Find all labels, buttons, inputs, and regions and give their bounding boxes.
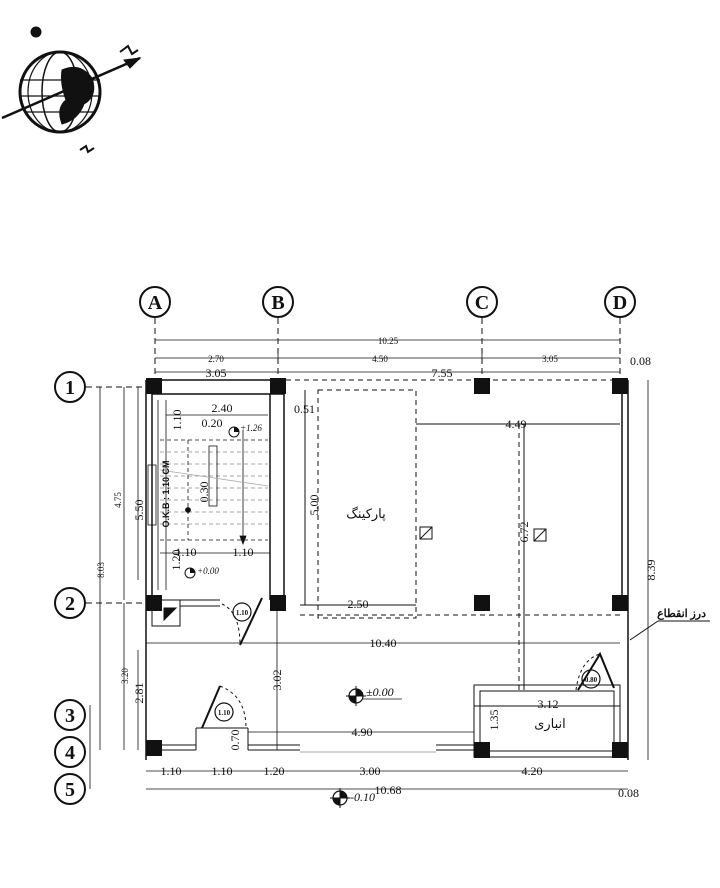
room-label-storage: انباری	[534, 716, 566, 732]
room-label-parking: پارکینگ	[346, 506, 386, 522]
dim-parking-height: 5.00	[307, 495, 321, 516]
svg-text:A: A	[148, 292, 163, 314]
dim-stair-mid: 0.30	[197, 482, 211, 503]
expansion-joint-leader	[629, 620, 710, 641]
grid-bubble-4: 4	[54, 736, 86, 768]
dim-bottom-seg4: 3.00	[360, 764, 381, 778]
svg-text:1: 1	[65, 377, 75, 399]
dim-top-ab: 2.70	[208, 354, 224, 364]
grid-bubble-1: 1	[54, 371, 86, 403]
dim-door-sill: 0.70	[228, 730, 242, 751]
stair-door-icon	[151, 597, 263, 646]
grid-bubble-c: C	[466, 286, 498, 318]
dim-stair-width: 2.40	[212, 401, 233, 415]
dim-top-right-offset: 0.08	[630, 354, 651, 368]
dim-left-320: 3.20	[120, 668, 130, 684]
column-grid: A B C D	[139, 286, 636, 318]
dim-stair-bottom-right: 1.10	[233, 545, 254, 559]
dim-bottom-seg1: 1.10	[161, 764, 182, 778]
dim-entry-height: 3.02	[270, 670, 284, 691]
row-grid: 1 2 3 4 5	[54, 371, 86, 805]
dim-bottom-right-offset: 0.08	[618, 786, 639, 800]
dim-stair-bottom-left: 1.10	[176, 545, 197, 559]
dim-bottom-total: 10.68	[375, 783, 402, 797]
dim-top-cd: 3.05	[542, 354, 558, 364]
grid-bubble-b: B	[262, 286, 294, 318]
right-bay	[416, 423, 620, 690]
svg-text:C: C	[475, 292, 489, 314]
expansion-joint-label: درز انقطاع	[657, 608, 706, 620]
dim-storage-width: 3.12	[538, 697, 559, 711]
level-stair-bottom: +0.00	[197, 566, 219, 576]
dim-bottom-490: 4.90	[352, 725, 373, 739]
storage-room	[300, 651, 621, 758]
left-dimensions	[89, 387, 139, 789]
dim-top-bc: 4.50	[372, 354, 388, 364]
top-dimensions	[155, 339, 620, 373]
svg-text:2: 2	[65, 593, 75, 615]
entry-door-icon	[162, 685, 300, 751]
grid-bubble-d: D	[604, 286, 636, 318]
dim-row1-left: 3.05	[206, 366, 227, 380]
dim-bottom-seg2: 1.10	[212, 764, 233, 778]
dim-storage-height: 1.35	[487, 710, 501, 731]
dim-parking-width: 2.50	[348, 597, 369, 611]
grid-bubble-a: A	[139, 286, 171, 318]
okb-label: O.K.B : 1.10 CM	[161, 460, 171, 527]
level-marker-icon	[228, 426, 240, 438]
outer-walls	[145, 379, 629, 760]
dim-total-height: 8.39	[644, 560, 658, 581]
door-tag-b: 1.10	[218, 709, 231, 717]
svg-text:B: B	[271, 292, 284, 314]
dim-stair-riser: 1.10	[170, 410, 184, 431]
door-tag-c: 0.80	[585, 676, 598, 684]
globe-north-arrow-icon	[1, 26, 142, 154]
dim-row1-right: 7.55	[432, 366, 453, 380]
dim-span-right: 4.49	[506, 417, 527, 431]
dim-stair-gap: 0.20	[202, 416, 223, 430]
dim-stair-landing: 1.20	[169, 550, 183, 571]
grid-bubble-5: 5	[54, 773, 86, 805]
grid-bubble-2: 2	[54, 587, 86, 619]
bottom-dimensions	[146, 770, 628, 790]
level-marker-icon	[184, 567, 196, 579]
level-stair-top: +1.26	[240, 423, 262, 433]
door-tag-a: 1.10	[236, 609, 249, 617]
dim-vertical-mid: 6.72	[517, 522, 531, 543]
dim-bottom-seg5: 4.20	[522, 764, 543, 778]
svg-text:3: 3	[65, 705, 75, 727]
level-outside: -0.10	[350, 790, 375, 804]
dim-mid-width: 10.40	[370, 636, 397, 650]
level-marker-icon	[346, 686, 366, 706]
level-marker-icon	[330, 788, 350, 808]
parking-bay	[300, 389, 433, 619]
grid-bubble-3: 3	[54, 699, 86, 731]
dashed-boundary	[286, 379, 628, 616]
structural-columns	[146, 378, 628, 758]
svg-text:5: 5	[65, 779, 75, 801]
dim-left-475: 4.75	[113, 492, 123, 508]
dim-left-550: 5.50	[132, 500, 146, 521]
staircase	[147, 400, 270, 590]
level-floor: ±0.00	[366, 685, 394, 699]
dim-left-803: 8.03	[96, 562, 106, 578]
dim-bottom-seg3: 1.20	[264, 764, 285, 778]
dim-top-total: 10.25	[378, 336, 399, 346]
dim-left-281: 2.81	[132, 683, 146, 704]
svg-text:4: 4	[65, 742, 75, 764]
svg-text:D: D	[613, 292, 627, 314]
